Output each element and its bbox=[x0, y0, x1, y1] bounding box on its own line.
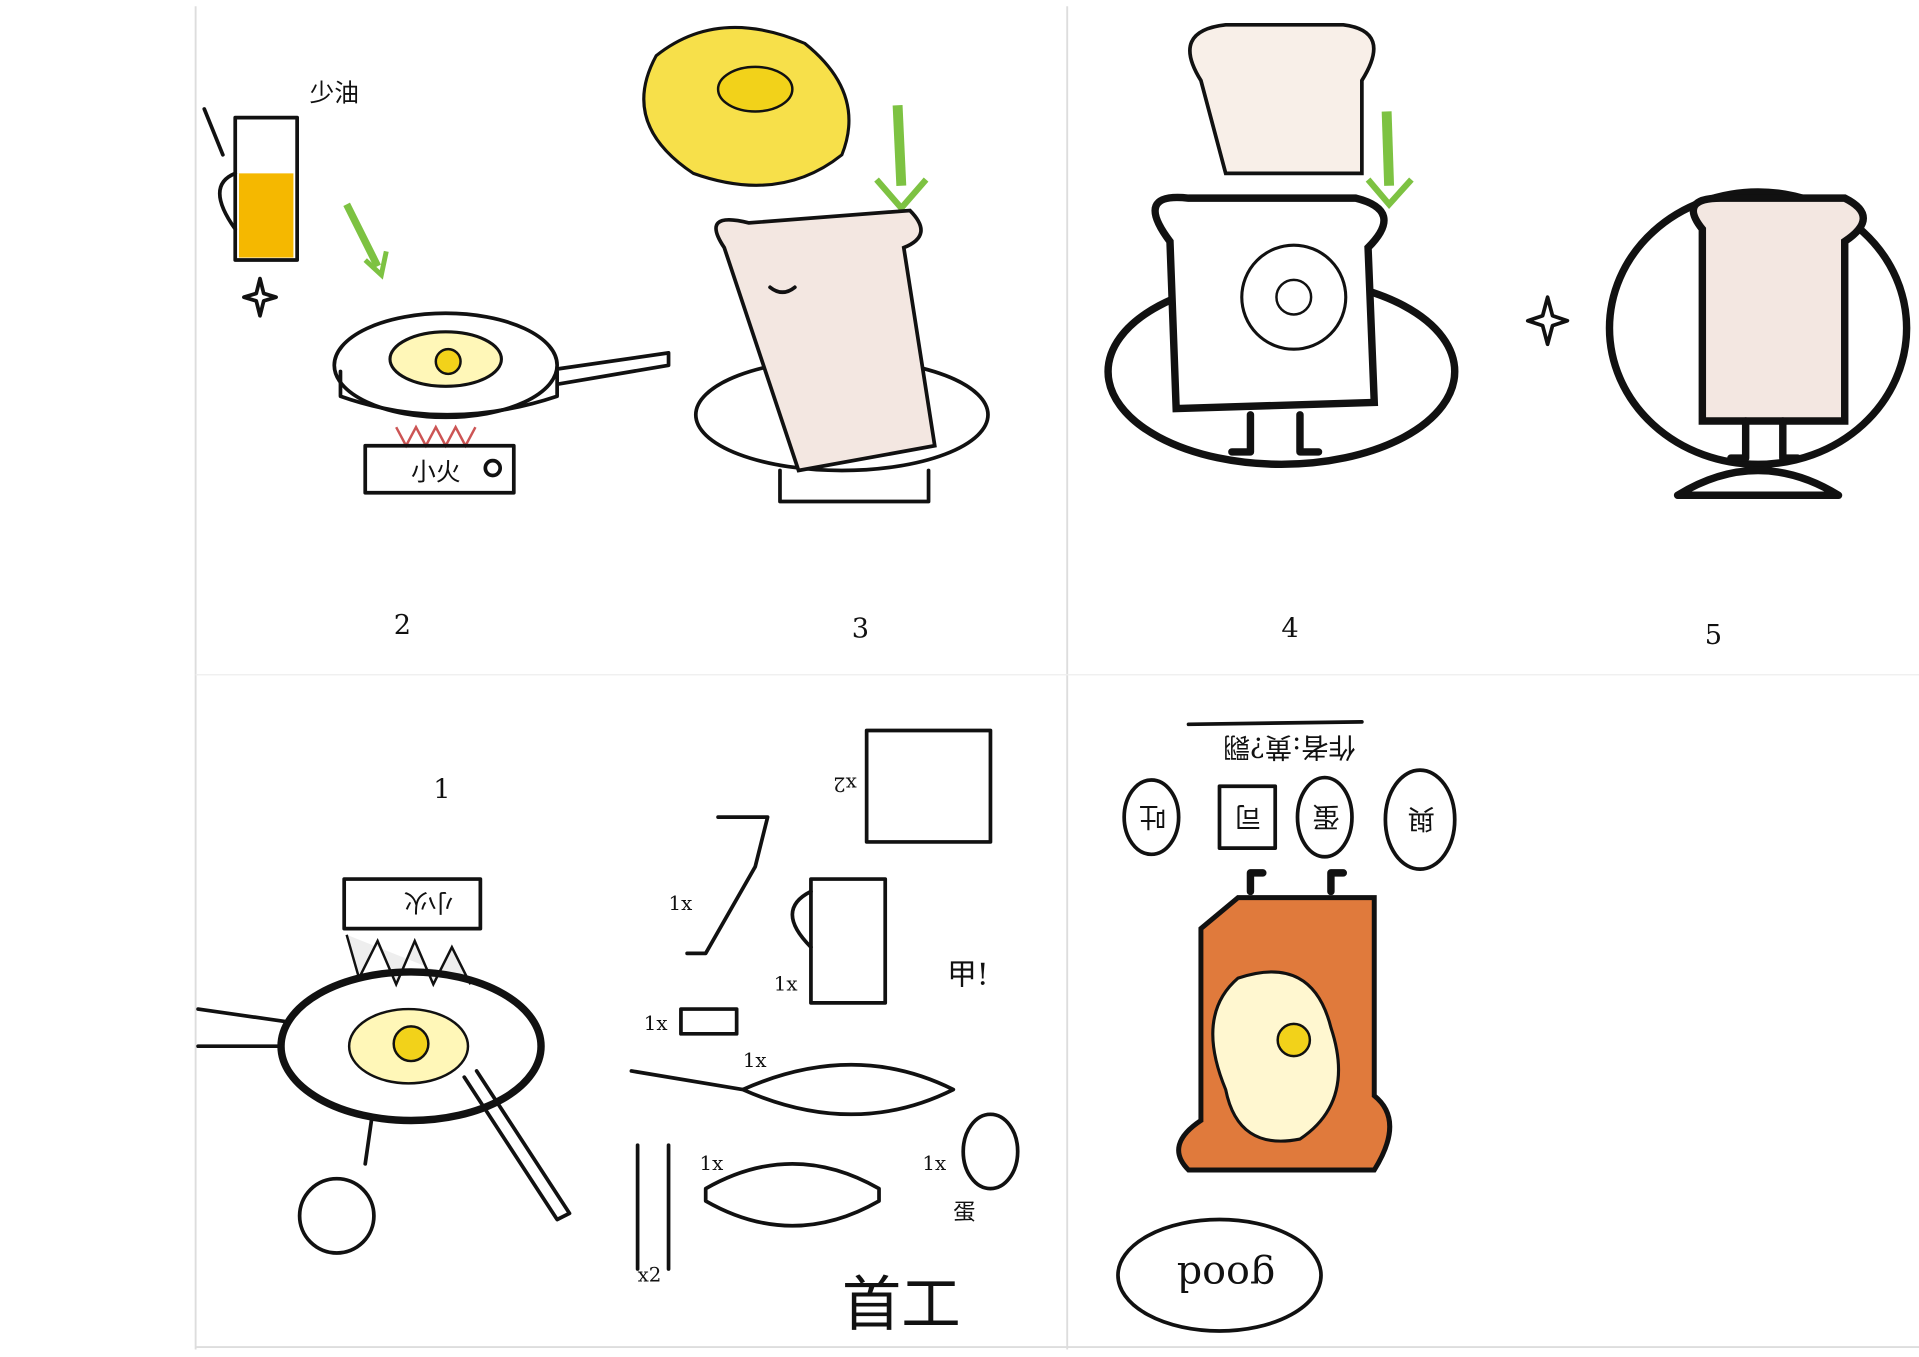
low-heat-label-flipped: 小火 bbox=[404, 888, 454, 917]
title-bubble-2: 司 bbox=[1234, 800, 1261, 831]
times-one-egg: 1x bbox=[922, 1152, 946, 1175]
title-bubble-4: 與 bbox=[1408, 803, 1435, 834]
step-2-illustration: 少油 小火 bbox=[202, 79, 671, 495]
jia-label: 甲! bbox=[947, 957, 989, 992]
shou-gong-label: 首工 bbox=[842, 1271, 961, 1340]
step-number-3: 3 bbox=[852, 614, 869, 645]
times-one-plate: 1x bbox=[700, 1152, 724, 1175]
title-bubble-3: 蛋 bbox=[1312, 800, 1339, 831]
panel-borders bbox=[194, 6, 1919, 1350]
times-one-jug: 1x bbox=[774, 972, 798, 995]
egg-label: 蛋 bbox=[953, 1200, 975, 1226]
step-4-illustration bbox=[1104, 22, 1459, 469]
times-one-spatula: 1x bbox=[669, 892, 693, 915]
times-one-pan: 1x bbox=[743, 1049, 767, 1072]
step-number-1: 1 bbox=[433, 775, 450, 806]
step-3-illustration bbox=[642, 26, 990, 504]
author-label: 作者:黄?翾 bbox=[1223, 731, 1356, 762]
tools-illustration: x2 1x 1x 甲! 1x 1x x2 1x 1x 蛋 首工 bbox=[629, 728, 1020, 1340]
step-1-illustration: 小火 bbox=[196, 877, 572, 1255]
step-5-illustration bbox=[1525, 188, 1911, 499]
little-oil-label: 少油 bbox=[310, 79, 359, 108]
title-bubble-1: 吐 bbox=[1139, 800, 1166, 831]
times-one-stove: 1x bbox=[644, 1012, 668, 1035]
good-label: good bbox=[1177, 1253, 1275, 1299]
cover-illustration: 作者:黄?翾 吐 司 蛋 與 good bbox=[1116, 719, 1457, 1333]
step-number-2: 2 bbox=[394, 610, 411, 641]
times-two-bread: x2 bbox=[833, 773, 857, 796]
step-number-5: 5 bbox=[1705, 620, 1722, 651]
step-number-4: 4 bbox=[1281, 614, 1298, 645]
times-two-chopsticks: x2 bbox=[638, 1263, 662, 1286]
low-heat-label: 小火 bbox=[411, 457, 460, 486]
